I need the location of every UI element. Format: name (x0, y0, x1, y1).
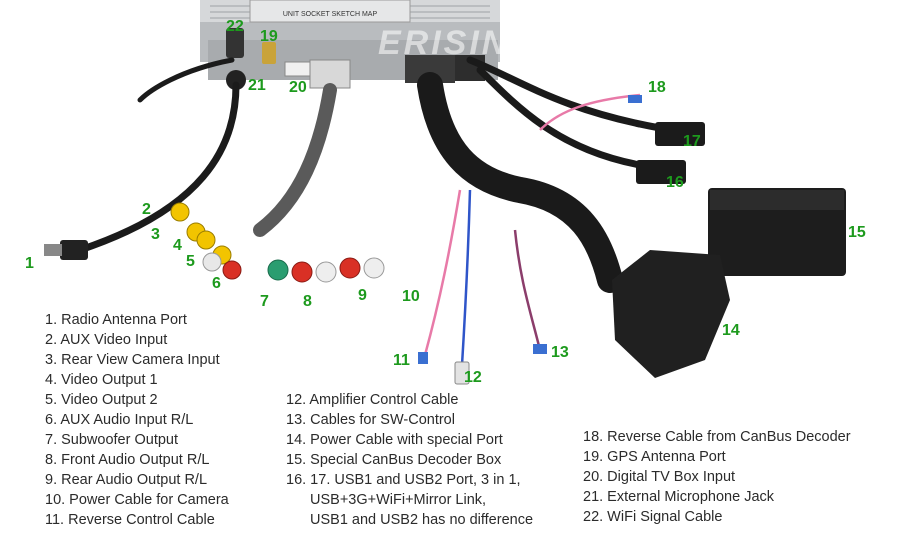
callout-18: 18 (648, 79, 666, 96)
legend-item-6: 6. AUX Audio Input R/L (45, 412, 194, 428)
sw-control-wires (513, 229, 542, 351)
legend-item-3: 3. Rear View Camera Input (45, 352, 220, 368)
callout-20: 20 (289, 79, 307, 96)
callout-10: 10 (402, 288, 420, 305)
legend-item-4: 4. Video Output 1 (45, 372, 158, 388)
legend-item-10: 10. Power Cable for Camera (45, 492, 229, 508)
callout-4: 4 (173, 237, 182, 254)
power-connector (612, 250, 730, 378)
microphone-jack (226, 70, 246, 90)
callout-19: 19 (260, 28, 278, 45)
callout-17: 17 (683, 133, 701, 150)
callout-14: 14 (722, 322, 740, 339)
main-harness (417, 72, 623, 293)
callout-21: 21 (248, 77, 266, 94)
amplifier-control-wire (460, 189, 472, 366)
legend-item-9: 9. Rear Audio Output R/L (45, 472, 208, 488)
canbus-reverse-wire (539, 93, 641, 131)
callout-12: 12 (464, 369, 482, 386)
legend-item-20: 20. Digital TV Box Input (583, 469, 736, 485)
legend-item-13: 13. Cables for SW-Control (286, 412, 455, 428)
unit-socket-label: UNIT SOCKET SKETCH MAP (283, 11, 378, 18)
wire-tips (418, 95, 642, 385)
legend-item-16-17-line3: USB1 and USB2 has no difference (310, 512, 534, 528)
rca-connectors (170, 202, 385, 283)
radio-antenna-plug (44, 240, 88, 260)
legend-item-16-17-line2: USB+3G+WiFi+Mirror Link, (310, 492, 487, 508)
legend-item-2: 2. AUX Video Input (45, 332, 168, 348)
usb-cable-17 (466, 56, 664, 132)
callout-8: 8 (303, 293, 312, 310)
gps-antenna-port (262, 42, 276, 64)
legend-item-19: 19. GPS Antenna Port (583, 449, 726, 465)
legend-item-18: 18. Reverse Cable from CanBus Decoder (583, 429, 851, 445)
legend-item-7: 7. Subwoofer Output (45, 432, 178, 448)
legend-item-8: 8. Front Audio Output R/L (45, 452, 210, 468)
wifi-antenna-port (226, 28, 244, 58)
legend-item-15: 15. Special CanBus Decoder Box (286, 452, 502, 468)
callout-22: 22 (226, 18, 244, 35)
callout-7: 7 (260, 293, 269, 310)
legend-item-21: 21. External Microphone Jack (583, 489, 775, 505)
callout-16: 16 (666, 174, 684, 191)
callout-13: 13 (551, 344, 569, 361)
mic-cable (137, 57, 235, 103)
legend-item-5: 5. Video Output 2 (45, 392, 158, 408)
callout-9: 9 (358, 287, 367, 304)
callout-6: 6 (212, 275, 221, 292)
callout-5: 5 (186, 253, 195, 270)
callout-3: 3 (151, 226, 160, 243)
rca-bundle (253, 83, 337, 237)
head-unit-chassis: UNIT SOCKET SKETCH MAP (200, 0, 500, 89)
usb-port-17 (655, 122, 705, 146)
callout-15: 15 (848, 224, 866, 241)
reverse-control-wire (423, 189, 462, 356)
callout-11: 11 (393, 352, 410, 369)
legend-item-22: 22. WiFi Signal Cable (583, 509, 723, 525)
canbus-decoder-box (708, 188, 846, 276)
callout-2: 2 (142, 201, 151, 218)
legend-item-11: 11. Reverse Control Cable (45, 512, 215, 528)
legend-item-14: 14. Power Cable with special Port (286, 432, 503, 448)
callout-1: 1 (25, 255, 34, 272)
legend-item-1: 1. Radio Antenna Port (45, 312, 187, 328)
legend-item-16-17: 16. 17. USB1 and USB2 Port, 3 in 1, (286, 472, 521, 488)
radio-antenna-cable (76, 81, 240, 254)
legend-item-12: 12. Amplifier Control Cable (286, 392, 459, 408)
watermark-text: ERISIN (378, 24, 510, 62)
usb-port-16 (636, 160, 686, 184)
